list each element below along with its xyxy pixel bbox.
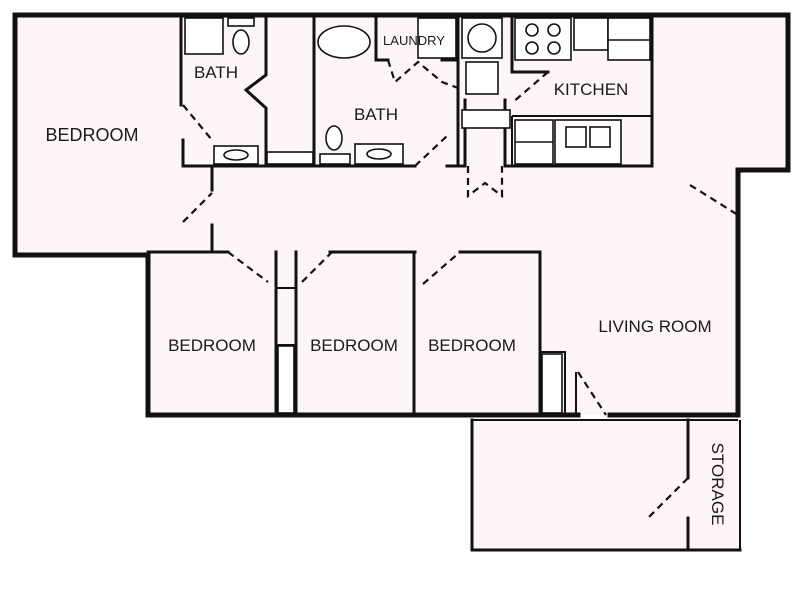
bath1-tank xyxy=(227,17,255,27)
bath1-sink xyxy=(223,149,249,161)
sink-basin xyxy=(565,126,587,148)
floor-areas xyxy=(15,15,788,550)
room-label-kitchen: KITCHEN xyxy=(554,80,629,99)
closet-bar xyxy=(541,353,563,414)
dryer xyxy=(465,61,499,95)
exterior-walls xyxy=(12,12,791,552)
room-label-living-room: LIVING ROOM xyxy=(598,317,711,336)
burner-icon xyxy=(547,41,561,55)
washer-drum-icon xyxy=(467,23,497,53)
sink-basin xyxy=(589,126,611,148)
door-swings xyxy=(182,59,739,519)
bath2-sink xyxy=(366,148,392,160)
burner-icon xyxy=(547,23,561,37)
room-label-bath-2: BATH xyxy=(354,105,398,124)
laundry-washer-cabinet xyxy=(417,17,457,59)
main-floor xyxy=(15,15,788,415)
closet-bar xyxy=(277,345,295,414)
room-label-bath-1: BATH xyxy=(194,63,238,82)
room-labels: BEDROOM BATH BATH LAUNDRY KITCHEN BEDROO… xyxy=(45,33,727,525)
stove xyxy=(514,17,572,61)
fixtures xyxy=(184,17,651,414)
counter-top xyxy=(573,17,609,51)
hall-shelf xyxy=(461,109,511,129)
refrigerator xyxy=(607,17,651,61)
room-label-master-bedroom: BEDROOM xyxy=(45,125,138,145)
patio-floor xyxy=(472,420,740,550)
bath1-toilet xyxy=(232,29,250,55)
room-label-bedroom-4: BEDROOM xyxy=(428,336,516,355)
burner-icon xyxy=(525,23,539,37)
bath2-tub xyxy=(317,25,371,59)
room-label-laundry: LAUNDRY xyxy=(383,33,445,48)
bath2-toilet-tank xyxy=(319,153,351,165)
room-label-storage: STORAGE xyxy=(708,443,727,526)
burner-icon xyxy=(525,41,539,55)
closet-shelf xyxy=(266,151,314,165)
room-label-bedroom-3: BEDROOM xyxy=(310,336,398,355)
bath1-shower xyxy=(184,17,224,55)
kitchen-sink xyxy=(554,119,622,165)
bath2-toilet xyxy=(325,125,343,151)
room-label-bedroom-2: BEDROOM xyxy=(168,336,256,355)
